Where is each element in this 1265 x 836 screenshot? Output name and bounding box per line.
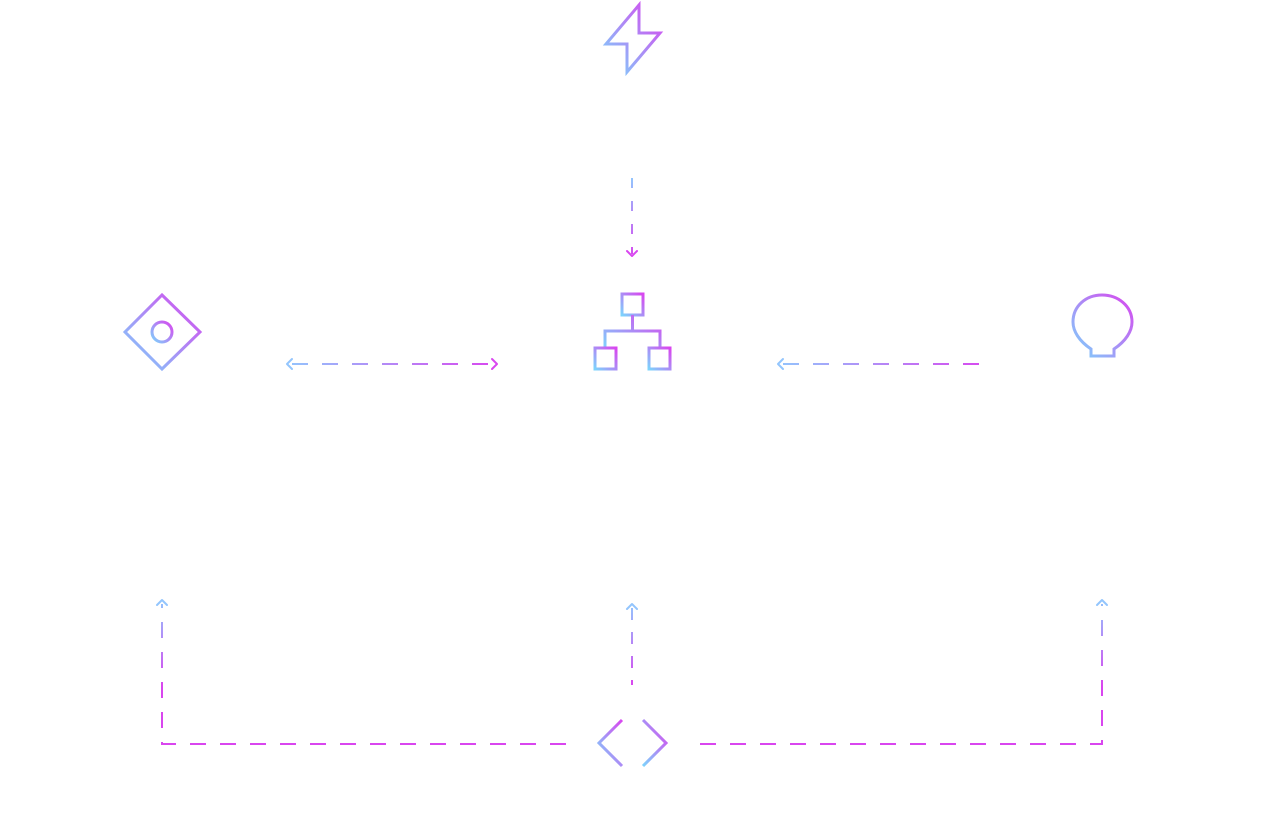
lightbulb-icon [1071, 293, 1134, 370]
arrowhead-left-icon [777, 358, 784, 370]
connector-bottom-to-center [626, 603, 638, 685]
arrowhead-up-icon [1096, 599, 1108, 606]
connector-right-to-center [777, 358, 990, 370]
diamond-target-icon [122, 292, 203, 372]
connector-bottom-to-left [156, 599, 566, 745]
lightning-bolt-icon [602, 0, 664, 77]
hierarchy-tree-icon [593, 292, 672, 371]
connector-bottom-to-right [700, 599, 1108, 745]
arrowhead-up-icon [156, 599, 168, 606]
connector-top-to-center [626, 178, 638, 257]
arrowhead-right-icon [491, 358, 498, 370]
code-brackets-icon [596, 718, 669, 768]
connector-left-to-center [286, 358, 498, 370]
arrowhead-down-icon [626, 250, 638, 257]
arrowhead-up-icon [626, 603, 638, 610]
arrowhead-left-icon [286, 358, 293, 370]
